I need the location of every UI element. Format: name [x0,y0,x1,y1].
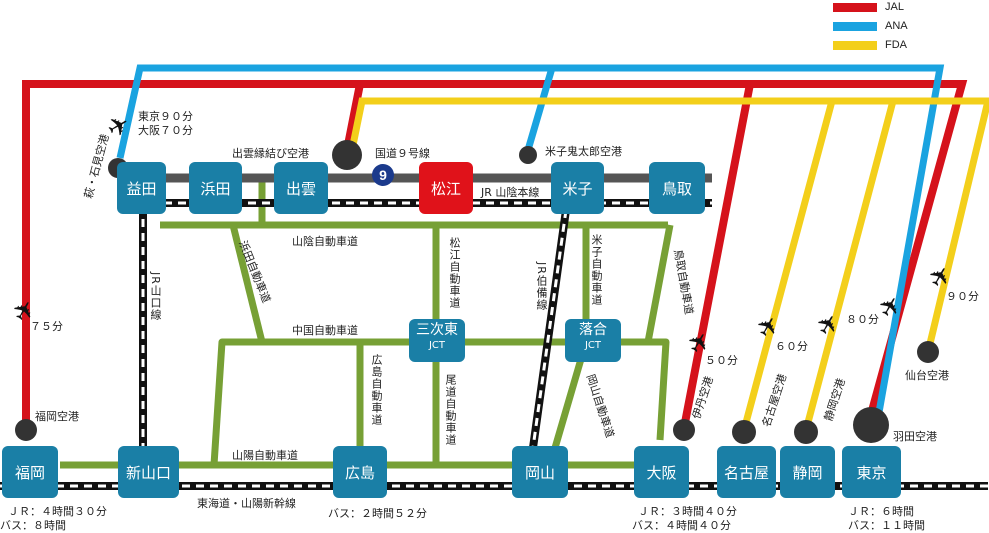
hagi-time-osaka: 大阪７０分 [138,124,193,137]
station-yonago[interactable]: 米子 [551,162,604,214]
jct-ochiai-name: 落合 [579,322,607,338]
osaka-bus-time: バス：４時間４０分 [632,519,731,532]
sendai-flight-time: ９０分 [946,290,979,303]
jct-miyoshi[interactable]: 三次東 JCT [409,319,465,362]
hakubi-line-label: JR伯備線 [535,262,548,311]
station-okayama[interactable]: 岡山 [512,446,568,498]
fda-route-sendai [348,97,989,353]
haneda-airport-label: 羽田空港 [893,430,937,443]
sanin-exp-label: 山陰自動車道 [292,235,358,248]
nagoya-flight-time: ６０分 [775,340,808,353]
station-shinyamaguchi[interactable]: 新山口 [118,446,179,498]
matsue-exp-label: 松江自動車道 [448,237,461,309]
jal-route-fukuoka [22,80,365,420]
sendai-airport-label: 仙台空港 [905,369,949,382]
station-masuda[interactable]: 益田 [117,162,166,214]
ana-route-hagi [116,64,945,419]
shizuoka-flight-time: ８０分 [846,313,879,326]
jct-miyoshi-sub: JCT [428,340,446,351]
legend-ana-label: ANA [885,20,908,32]
fukuoka-airport-dot [15,419,37,441]
jal-route-itami [360,80,755,429]
jct-miyoshi-name: 三次東 [416,322,458,338]
izumo-airport-label: 出雲縁結び空港 [232,147,309,160]
route9-shield: 9 [372,164,394,186]
okayama-expressway-line [546,341,590,466]
tokyo-bus-time: バス：１１時間 [848,519,925,532]
nagoya-airport-dot [732,420,756,444]
hakubi-line [528,209,570,456]
hiroshima-bus-time: バス：２時間５２分 [328,507,427,520]
yonago-airport-dot [519,146,537,164]
station-fukuoka[interactable]: 福岡 [2,446,58,498]
itami-airport-dot [673,419,695,441]
station-shizuoka[interactable]: 静岡 [780,446,835,498]
fukuoka-airport-label: 福岡空港 [35,410,79,423]
jct-ochiai-sub: JCT [584,340,602,351]
station-tottori[interactable]: 鳥取 [649,162,705,214]
ana-route-yonago [524,67,556,151]
izumo-airport-dot [332,140,362,170]
haneda-airport-dot [853,407,889,443]
shizuoka-airport-dot [794,420,818,444]
fukuoka-bus-time: バス：８時間 [0,519,66,532]
legend-fda-swatch [833,41,877,50]
fda-route-nagoya [740,100,836,431]
sanyo-exp-label: 山陽自動車道 [232,449,298,462]
itami-flight-time: ５０分 [705,354,738,367]
sanin-line-label: JR 山陰本線 [481,186,540,199]
station-hiroshima[interactable]: 広島 [333,446,387,498]
tokyo-jr-time: ＪＲ：６時間 [848,505,914,518]
station-matsue[interactable]: 松江 [419,162,473,214]
onomichi-exp-label: 尾道自動車道 [444,374,457,446]
yonago-exp-label: 米子自動車道 [590,234,603,306]
station-izumo[interactable]: 出雲 [274,162,328,214]
chugoku-exp-label: 中国自動車道 [292,324,358,337]
legend-ana-swatch [833,22,877,31]
hiroshima-exp-label: 広島自動車道 [370,354,383,426]
hamada-expressway-line [229,224,266,343]
station-osaka[interactable]: 大阪 [634,446,689,498]
route9-label: 国道９号線 [375,147,430,160]
osaka-jr-time: ＪＲ：３時間４０分 [638,505,737,518]
hagi-time-tokyo: 東京９０分 [138,110,193,123]
shinkansen-label: 東海道・山陽新幹線 [197,497,296,510]
fukuoka-jr-time: ＪＲ：４時間３０分 [8,505,107,518]
jct-ochiai[interactable]: 落合 JCT [565,319,621,362]
tottori-expressway-line [644,224,674,343]
legend-jal-label: JAL [885,1,904,13]
fukuoka-flight-time: ７５分 [30,320,63,333]
sendai-airport-dot [917,341,939,363]
station-nagoya[interactable]: 名古屋 [717,446,776,498]
legend-fda-label: FDA [885,39,907,51]
station-hamada[interactable]: 浜田 [189,162,242,214]
yonago-airport-label: 米子鬼太郎空港 [545,145,622,158]
yamaguchi-line-label: JR山口線 [149,272,162,321]
station-tokyo[interactable]: 東京 [842,446,901,498]
legend-jal-swatch [833,3,877,12]
fda-route-shizuoka [802,100,897,431]
